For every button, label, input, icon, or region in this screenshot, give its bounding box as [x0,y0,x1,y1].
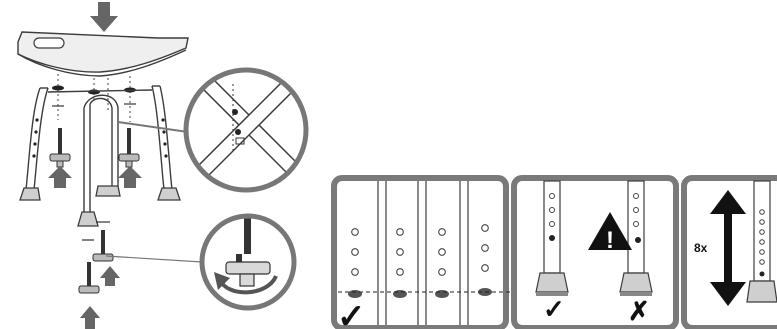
check-icon: ✓ [337,298,366,329]
check-icon: ✓ [543,294,565,324]
leg-frame [25,85,173,212]
foot-caps [19,185,181,227]
magnifier-circle-icon [183,67,309,193]
screw-bolts [49,128,140,294]
warning-symbol: ! [606,227,614,254]
stool-exploded-view [17,2,203,329]
double-arrow-icon [710,190,746,306]
warning-icon: ! [588,212,632,254]
seat [17,31,189,77]
up-arrow-icon [48,166,142,329]
repeat-count-label: 8x [694,241,708,255]
panel-height-repeat: 8x [681,175,777,329]
down-arrow-icon [90,2,118,32]
cross-icon: ✗ [628,296,650,326]
panel-height-check: ! ✓ ✗ [511,175,679,329]
panel-leg-alignment: ✓ [331,175,512,329]
rotate-arrow-icon [199,213,297,311]
